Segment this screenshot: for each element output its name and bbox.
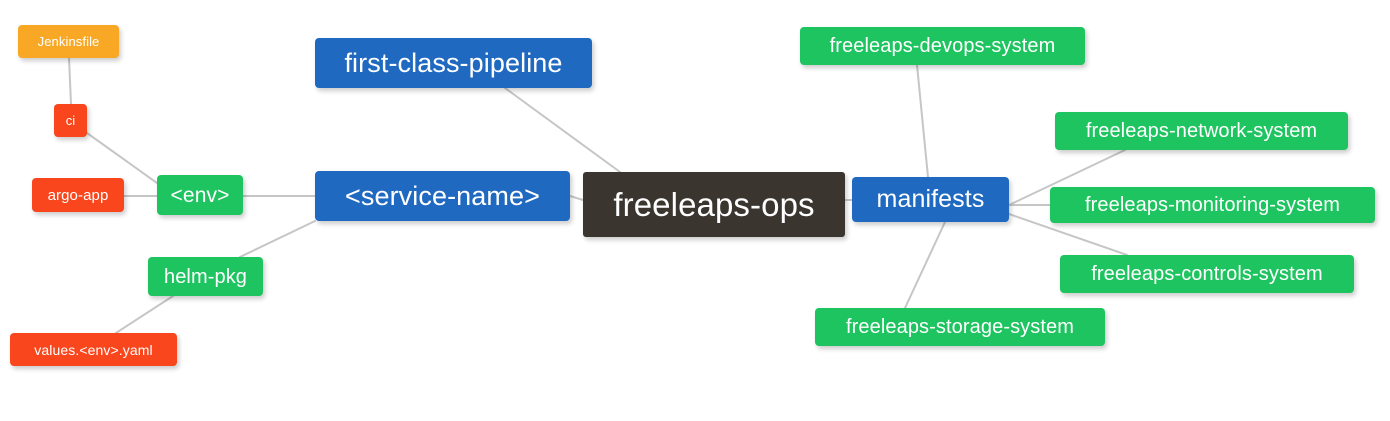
node-freeleaps-ops[interactable]: freeleaps-ops: [583, 172, 845, 237]
edge-jenkinsfile-to-ci: [68, 57, 72, 105]
node-env[interactable]: <env>: [157, 175, 243, 215]
node-storage-system[interactable]: freeleaps-storage-system: [815, 308, 1105, 346]
node-helm-pkg[interactable]: helm-pkg: [148, 257, 263, 296]
edge-manifests-to-storage-system: [904, 221, 946, 309]
node-service-name[interactable]: <service-name>: [315, 171, 570, 221]
node-ci[interactable]: ci: [54, 104, 87, 137]
node-jenkinsfile[interactable]: Jenkinsfile: [18, 25, 119, 58]
edge-helm-pkg-to-values-yaml: [115, 295, 174, 334]
node-monitoring-system[interactable]: freeleaps-monitoring-system: [1050, 187, 1375, 223]
edge-service-name-to-helm-pkg: [239, 220, 316, 258]
node-manifests[interactable]: manifests: [852, 177, 1009, 222]
node-network-system[interactable]: freeleaps-network-system: [1055, 112, 1348, 150]
node-argo-app[interactable]: argo-app: [32, 178, 124, 212]
edge-first-class-pipeline-to-freeleaps-ops: [504, 87, 621, 173]
node-values-yaml[interactable]: values.<env>.yaml: [10, 333, 177, 366]
edge-ci-to-env: [86, 132, 158, 184]
edge-manifests-to-devops-system: [916, 64, 929, 178]
edge-service-name-to-freeleaps-ops: [569, 195, 584, 201]
node-devops-system[interactable]: freeleaps-devops-system: [800, 27, 1085, 65]
node-controls-system[interactable]: freeleaps-controls-system: [1060, 255, 1354, 293]
node-first-class-pipeline[interactable]: first-class-pipeline: [315, 38, 592, 88]
